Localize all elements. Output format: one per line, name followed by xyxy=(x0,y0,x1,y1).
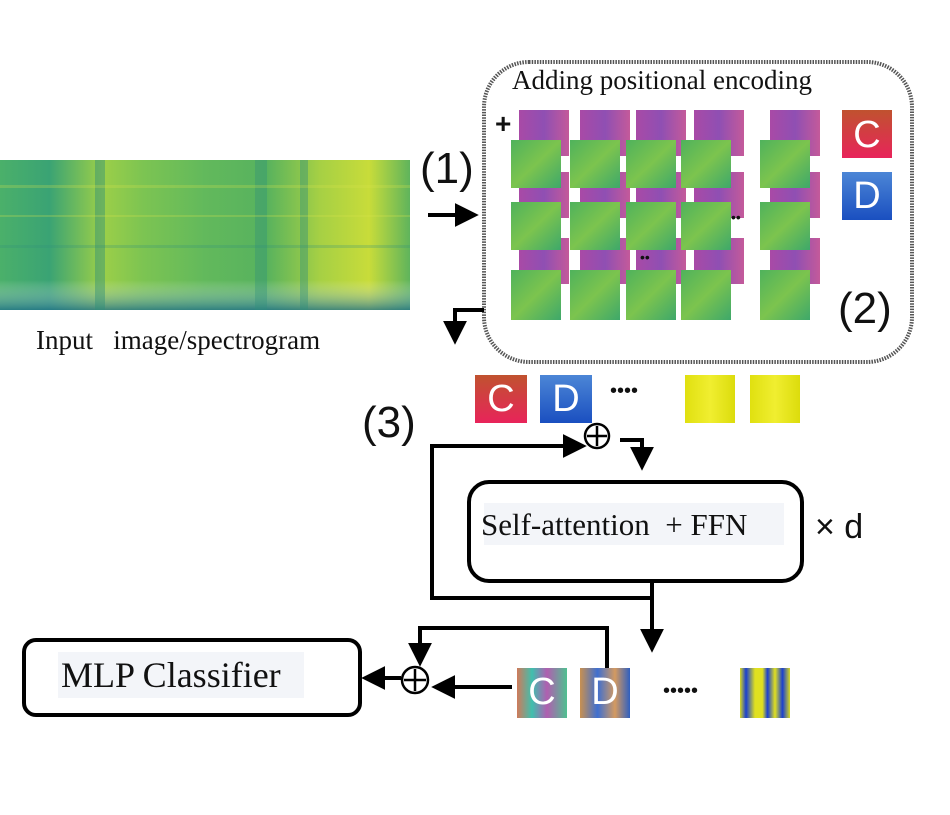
out-ellipsis: ••••• xyxy=(663,680,698,702)
image-patches xyxy=(511,140,810,320)
image-patch xyxy=(511,140,561,188)
residual-add-bottom xyxy=(400,665,430,695)
image-patch xyxy=(681,202,731,250)
distillation-token-d: D xyxy=(842,172,892,220)
seq-token-d xyxy=(540,375,592,423)
image-patch xyxy=(681,140,731,188)
seq-patch-token xyxy=(685,375,735,423)
class-token-c: C xyxy=(842,110,892,158)
image-patch xyxy=(760,140,810,188)
block-label-bg xyxy=(484,503,784,545)
image-patch xyxy=(570,270,620,320)
out-token-d xyxy=(580,668,630,718)
block-label: Self-attention + FFN xyxy=(481,507,747,542)
image-patch xyxy=(760,202,810,250)
token-sequence: C D •••• xyxy=(475,375,800,423)
classifier-label-bg xyxy=(58,652,304,698)
seq-token-c xyxy=(475,375,527,423)
grid-ellipsis-horizontal: •• xyxy=(731,209,741,225)
repeat-label: × d xyxy=(815,508,863,546)
image-patch xyxy=(511,202,561,250)
residual-loop-arrow xyxy=(430,434,654,600)
arrow-d-to-add xyxy=(408,626,609,668)
step-2-label: (2) xyxy=(838,284,892,333)
seq-token-d-label: D xyxy=(552,378,579,420)
classifier-label: MLP Classifier xyxy=(61,655,281,695)
image-patch xyxy=(570,202,620,250)
plus-sign: + xyxy=(495,108,511,139)
step-3-label: (3) xyxy=(362,398,416,447)
out-token-c-label: C xyxy=(528,671,555,713)
image-patch xyxy=(511,270,561,320)
step-1-label: (1) xyxy=(420,144,474,193)
arrow-to-token-sequence xyxy=(443,308,484,345)
arrow-into-block xyxy=(620,438,654,471)
image-patch xyxy=(626,270,676,320)
out-token-c xyxy=(517,668,567,718)
seq-token-c-label: C xyxy=(487,378,514,420)
image-patch xyxy=(626,202,676,250)
image-patch xyxy=(681,270,731,320)
image-patch xyxy=(760,270,810,320)
grid-ellipsis-lower: •• xyxy=(640,249,650,265)
image-patch xyxy=(570,140,620,188)
token-c-label: C xyxy=(853,114,880,156)
token-d-label: D xyxy=(853,175,880,217)
positional-encoding-title: Adding positional encoding xyxy=(512,65,812,95)
residual-add-top xyxy=(583,422,611,450)
seq-ellipsis: •••• xyxy=(610,380,638,402)
image-patch xyxy=(626,140,676,188)
seq-patch-token xyxy=(750,375,800,423)
out-patch-token xyxy=(740,668,790,718)
input-spectrogram xyxy=(0,160,410,310)
positional-embedding-patches xyxy=(519,110,820,284)
input-caption: Input image/spectrogram xyxy=(36,325,320,355)
out-token-d-label: D xyxy=(591,671,618,713)
output-token-sequence: C D ••••• xyxy=(517,668,790,718)
